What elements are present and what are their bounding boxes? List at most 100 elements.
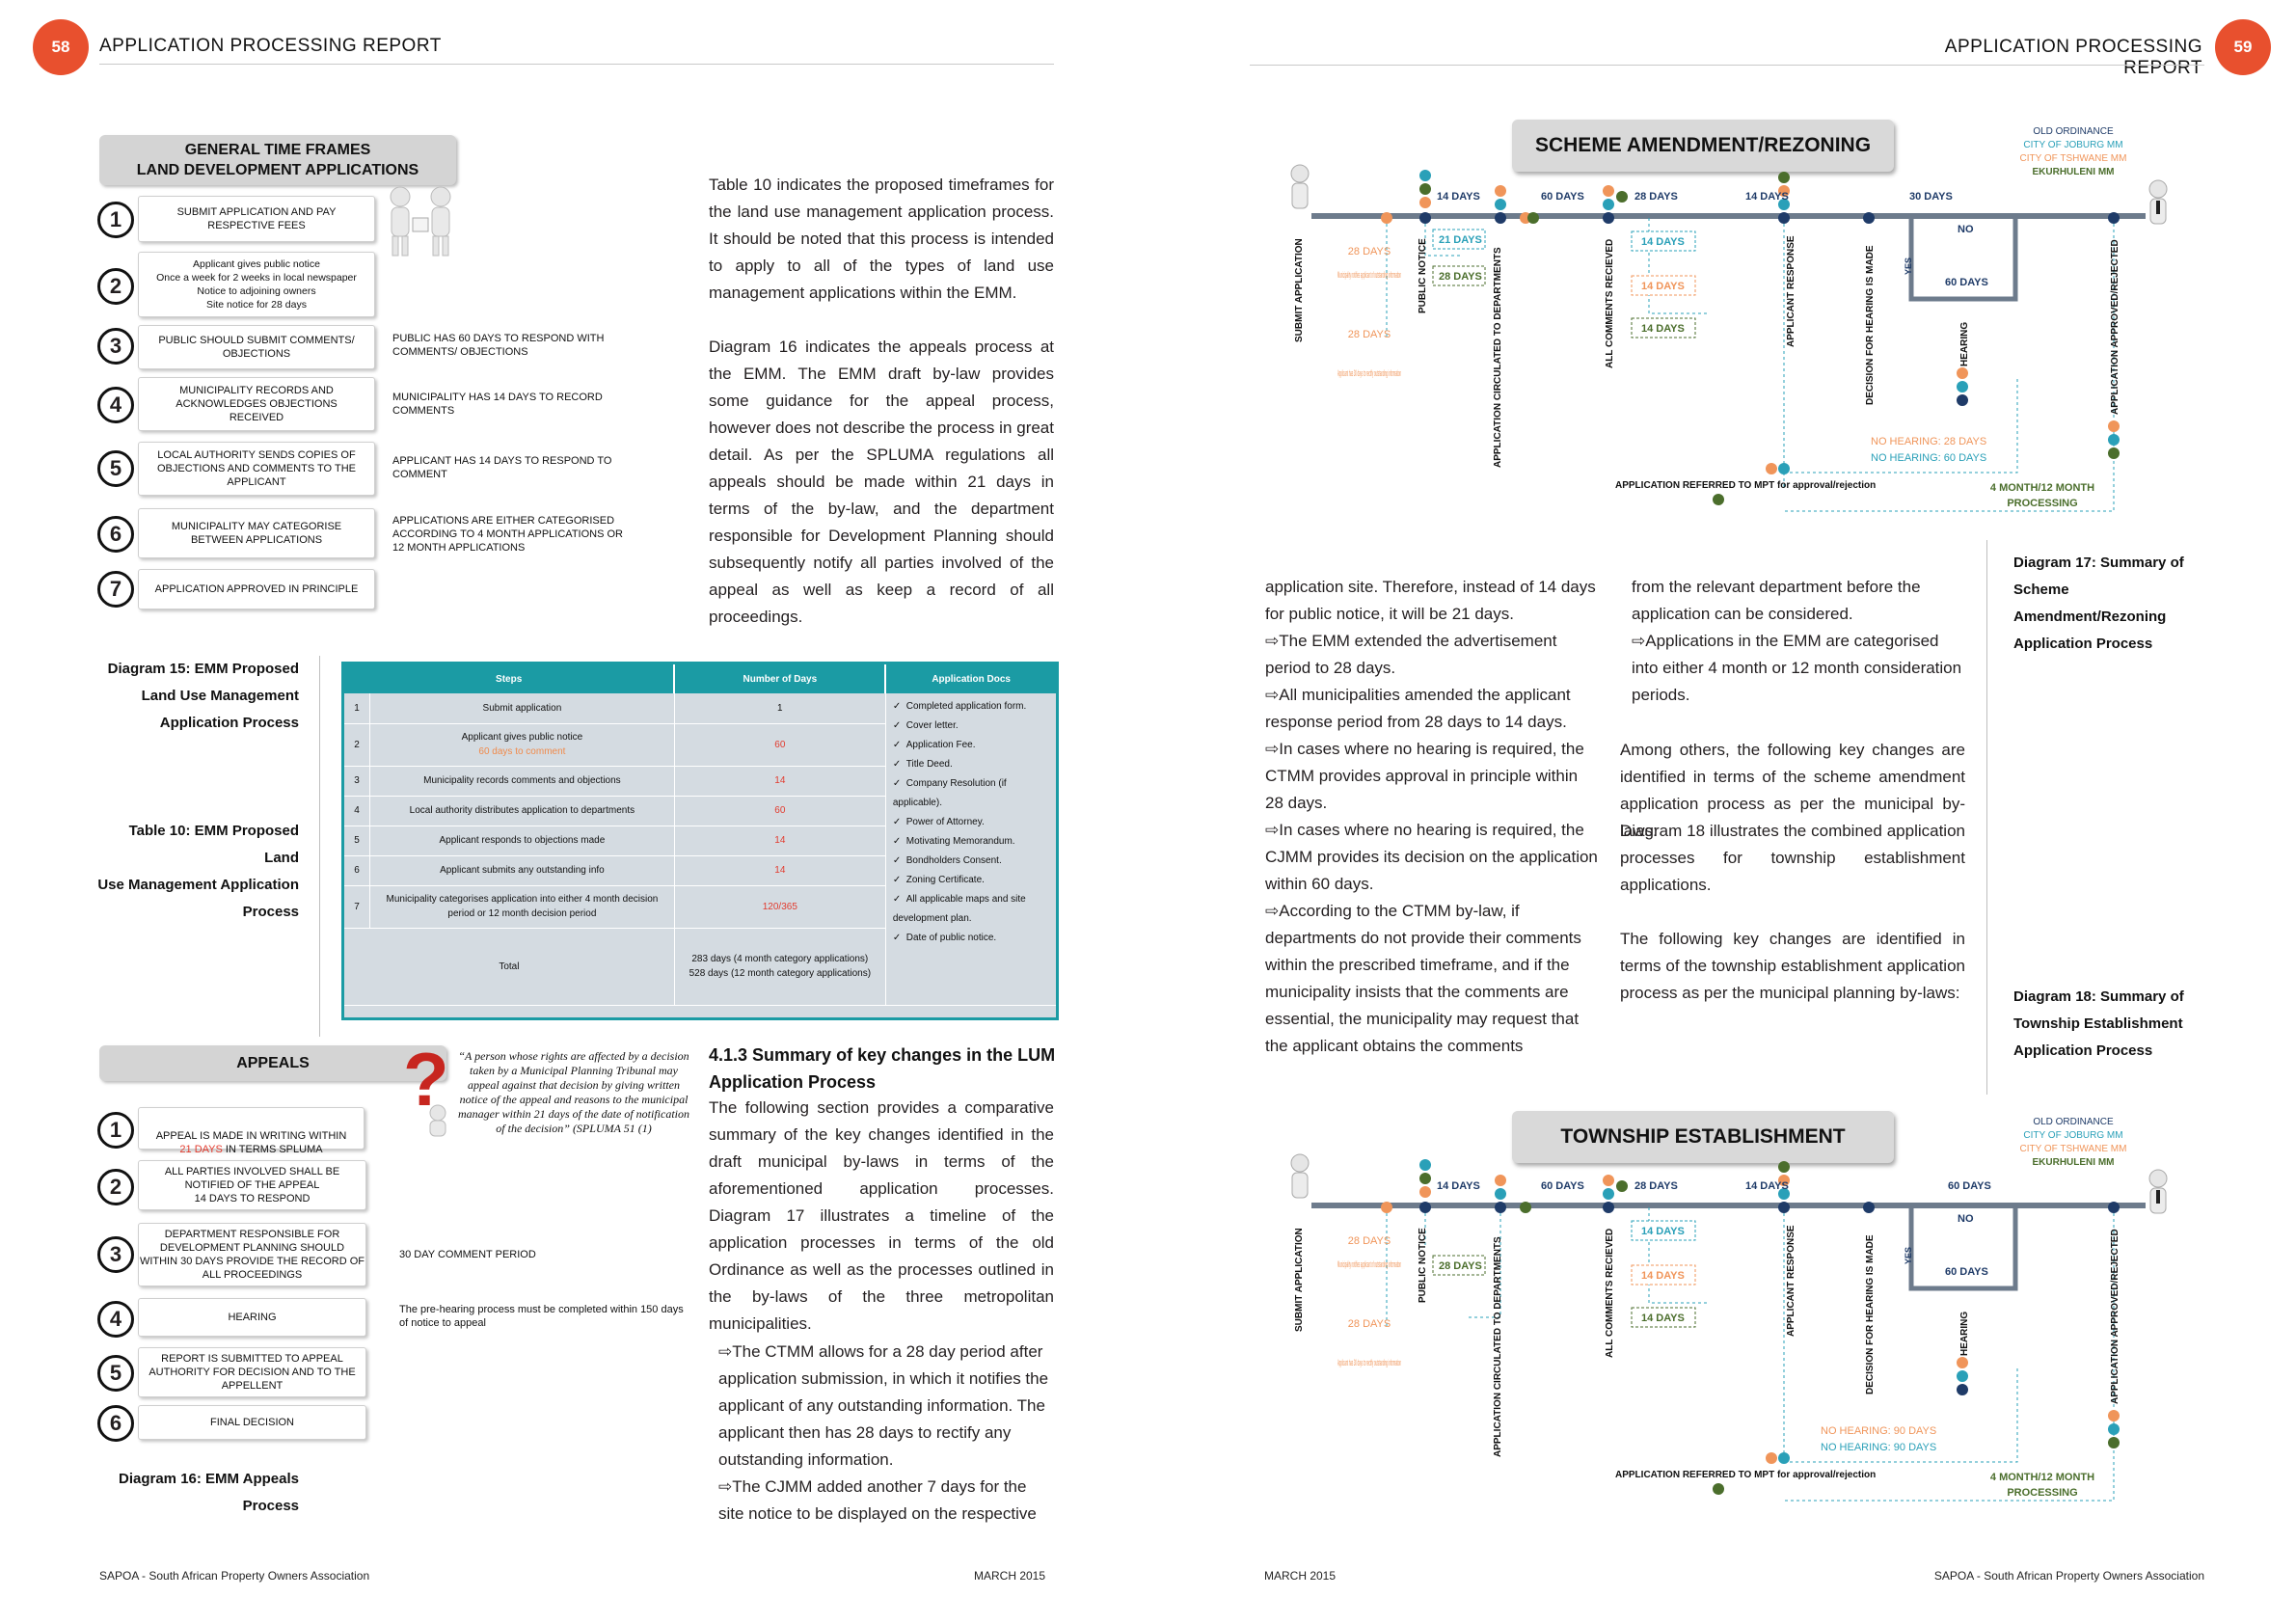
bullet: ⇨All municipalities amended the applican… [1265,686,1571,731]
person-start-icon [1290,164,1310,209]
paragraph: from the relevant department before the … [1632,578,1921,623]
header-rule-right [1250,65,2204,66]
day-label: 28 DAYS [1348,1235,1391,1247]
milestone-labels: SUBMIT APPLICATION PUBLIC NOTICE APPLICA… [1294,235,2120,468]
table-row: 4 Local authority distributes applicatio… [344,796,1056,826]
table-header: Number of Days [673,664,886,693]
no-hearing-label: NO HEARING: 60 DAYS [1871,452,1986,464]
milestone-label: DECISION FOR HEARING IS MADE [1865,1234,1876,1394]
step-note: PUBLIC HAS 60 DAYS TO RESPOND WITH COMME… [392,333,605,358]
step-box: Applicant gives public notice Once a wee… [138,252,375,317]
general-time-frames-title: GENERAL TIME FRAMES LAND DEVELOPMENT APP… [99,135,456,185]
boxed-day-labels: 28 DAYS 14 DAYS 14 DAYS 14 DAYS [1432,1220,1696,1328]
row-number: 3 [344,766,370,797]
step-box: Final decision [138,1405,366,1440]
total-days: 283 days (4 month category applications)… [674,928,886,1006]
timeline-dots [1381,170,2120,505]
day-label: 60 DAYS [1541,1180,1584,1192]
milestone-label: APPLICANT RESPONSE [1786,235,1796,347]
milestone-label: ALL COMMENTS RECIEVED [1605,239,1615,368]
step-box: Municipality may categorise between appl… [138,508,375,558]
step-subtext: 60 days to comment [478,746,566,757]
referred-label: APPLICATION REFERRED TO MPT for approval… [1615,480,1876,491]
day-label: 28 DAYS [1439,271,1482,283]
legend-joburg: CITY OF JOBURG MM [2023,1130,2123,1141]
no-hearing-label: NO HEARING: 28 DAYS [1871,436,1986,447]
loop-labels: NO YES 60 DAYS [1904,224,1988,288]
processing-line: PROCESSING [2007,498,2077,509]
day-label: 14 DAYS [1437,191,1480,203]
application-doc-item: Cover letter. [893,717,1051,736]
legend: OLD ORDINANCE CITY OF JOBURG MM CITY OF … [1996,125,2150,179]
processing-line: PROCESSING [2007,1487,2077,1499]
application-docs-list: Completed application form.Cover letter.… [887,697,1055,948]
no-hearing-label: NO HEARING: 90 DAYS [1821,1425,1936,1437]
title-line: LAND DEVELOPMENT APPLICATIONS [136,162,419,178]
step-box: Hearing [138,1298,366,1337]
step-box: Municipality records and acknowledges ob… [138,377,375,431]
paragraph: Table 10 indicates the proposed timefram… [709,176,1054,302]
milestone-label: SUBMIT APPLICATION [1294,238,1305,342]
row-number: 1 [344,693,370,724]
step-number: 5 [97,1355,134,1392]
table-header: Application Docs [884,664,1056,693]
footer-org-right: SAPOA - South African Property Owners As… [1933,1569,2204,1583]
application-doc-item: All applicable maps and site development… [893,890,1051,929]
processing-line: 4 MONTH/12 MONTH [1990,1472,2094,1483]
section-heading: 4.1.3 Summary of key changes in the LUM … [709,1045,1056,1092]
step-number: 5 [97,450,134,487]
footer-org-left: SAPOA - South African Property Owners As… [99,1569,370,1583]
note: Applicant has 30 days to rectify outstan… [1337,368,1401,378]
row-number: 2 [344,723,370,767]
row-number: 7 [344,885,370,929]
page-number-right: 59 [2215,19,2271,75]
diagram16-caption: Diagram 16: EMM Appeals Process [119,1471,299,1514]
step-text: Appeal is made in writing within [155,1130,347,1142]
paragraph: Among others, the following key changes … [1620,741,1965,840]
step-box: All parties involved shall be notified o… [138,1160,366,1210]
footer-date-left: MARCH 2015 [974,1569,1046,1583]
step-text: in terms SPLUMA [225,1144,323,1155]
row-number: 4 [344,796,370,826]
row-step: Submit application [369,693,675,724]
day-label: 28 DAYS [1348,246,1391,257]
application-doc-item: Company Resolution (if applicable). [893,774,1051,813]
row-days: 120/365 [674,885,886,929]
right-column-1: application site. Therefore, instead of … [1265,574,1598,1060]
no-label: NO [1958,224,1974,235]
table-total-row: Total 283 days (4 month category applica… [344,928,1056,1006]
step-box: Public should submit comments/ objection… [138,325,375,369]
step-number: 1 [97,1112,134,1149]
milestone-label: PUBLIC NOTICE [1418,238,1428,313]
day-label: 28 DAYS [1634,191,1678,203]
boxed-day-labels: 21 DAYS 28 DAYS 14 DAYS 14 DAYS 14 DAYS [1432,229,1696,338]
person-end-icon [2148,179,2168,225]
milestone-label: HEARING [1959,322,1970,366]
day-label: 60 DAYS [1945,277,1988,288]
milestone-label: APPLICATION APPROVED/REJECTED [2110,239,2120,415]
step-number: 6 [97,1405,134,1442]
submit-notes: 28 DAYS Municipality notifies applicant … [1337,1235,1401,1367]
diagram17-timeline: SUBMIT APPLICATION PUBLIC NOTICE APPLICA… [1290,164,2168,512]
total-days-line: 283 days (4 month category applications) [691,954,869,964]
step-text: Applicant gives public notice [461,732,583,743]
top-day-labels: 14 DAYS 60 DAYS 28 DAYS 14 DAYS 30 DAYS [1437,191,1953,203]
legend-ekurhuleni: EKURHULENI MM [2032,167,2115,177]
step-number: 4 [97,387,134,423]
day-label: 14 DAYS [1641,1270,1685,1282]
day-label: 14 DAYS [1641,323,1685,335]
yes-label: YES [1904,257,1913,275]
step-box: Report is submitted to appeal authority … [138,1347,366,1397]
application-docs-cell: Completed application form.Cover letter.… [885,693,1056,1006]
referred-label: APPLICATION REFERRED TO MPT for approval… [1615,1470,1876,1480]
question-mark-icon: ? [403,1042,449,1137]
table10-caption: Table 10: EMM Proposed Land Use Manageme… [97,823,299,920]
step-box: Application approved in principle [138,569,375,609]
table-row: 5 Applicant responds to objections made … [344,826,1056,856]
milestone-label: APPLICATION CIRCULATED TO DEPARTMENTS [1493,1236,1503,1457]
row-days: 14 [674,766,886,797]
step-number: 4 [97,1301,134,1338]
header-rule-left [99,64,1054,65]
diagram18-timeline: SUBMIT APPLICATION PUBLIC NOTICE APPLICA… [1290,1153,2168,1502]
day-label: 28 DAYS [1348,1318,1391,1330]
